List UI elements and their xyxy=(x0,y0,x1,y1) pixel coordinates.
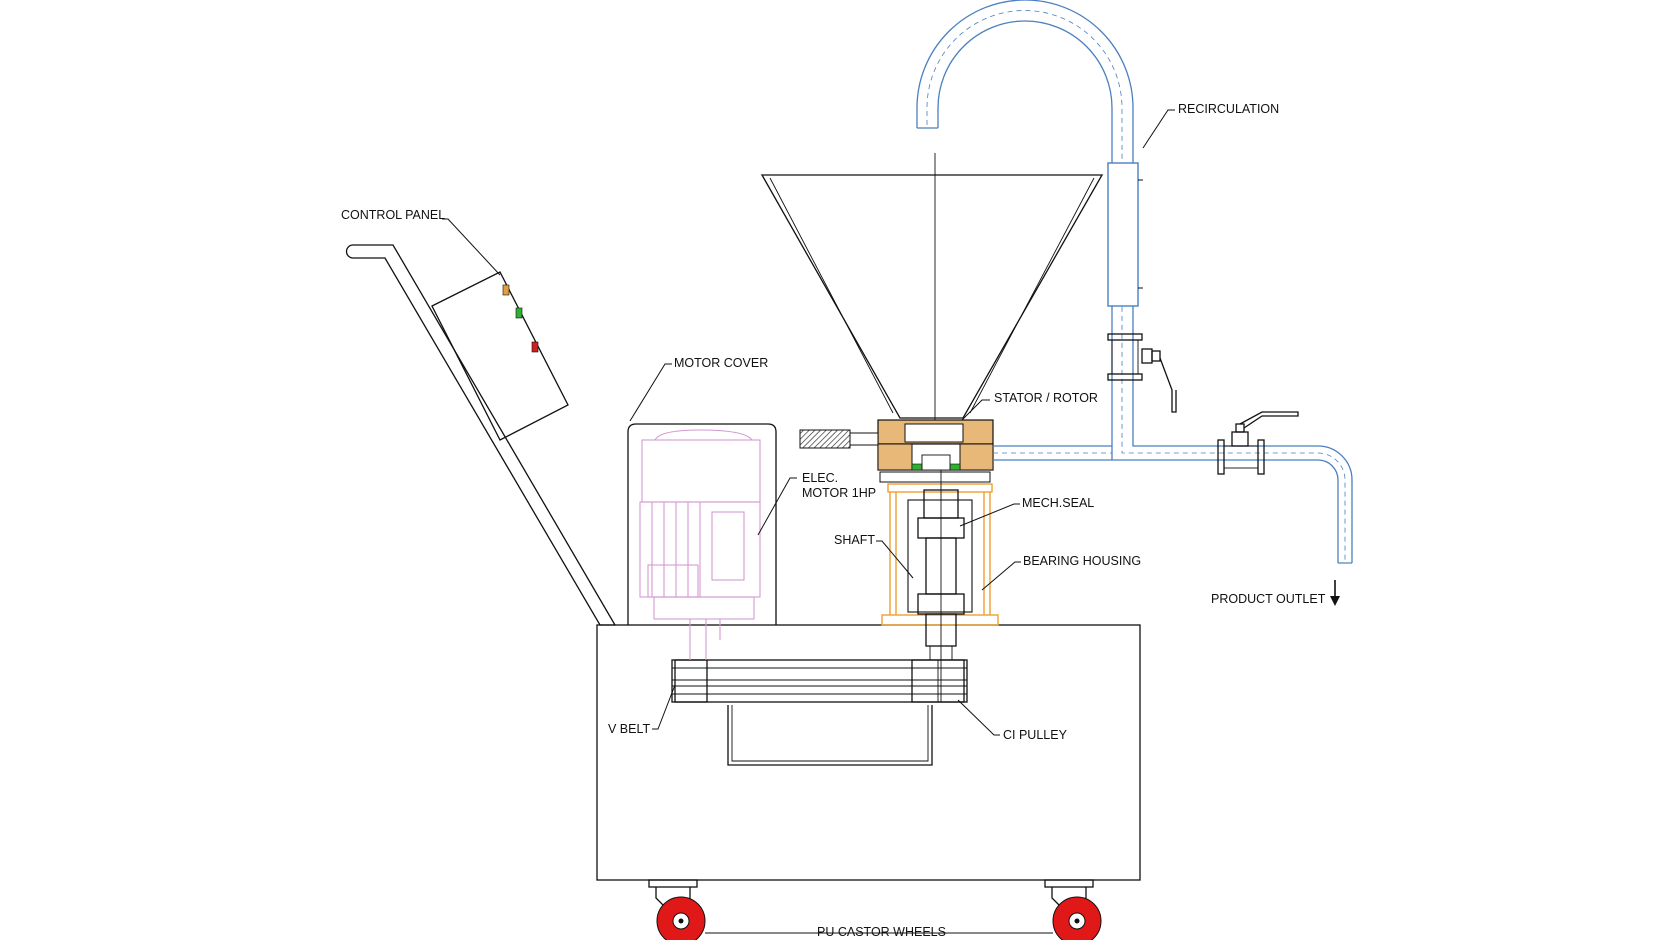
label-control-panel: CONTROL PANEL xyxy=(341,208,445,222)
recirculation-pipe xyxy=(916,0,1318,461)
outlet-arrow-head xyxy=(1330,596,1340,606)
castor-wheel-left xyxy=(648,879,706,940)
label-elec-motor-1: ELEC. xyxy=(802,471,838,485)
outlet-valve xyxy=(1217,411,1299,475)
product-outlet-pipe xyxy=(1317,445,1353,606)
shaft xyxy=(917,470,965,702)
base-frame xyxy=(596,624,1141,881)
leader-lines xyxy=(442,109,1175,934)
castor-wheel-right xyxy=(1044,879,1102,940)
adjustment-handle xyxy=(799,429,879,449)
label-product-outlet: PRODUCT OUTLET xyxy=(1211,592,1326,606)
motor-cover xyxy=(627,423,777,625)
label-motor-cover: MOTOR COVER xyxy=(674,356,768,370)
trolley-handle xyxy=(345,244,617,626)
indicator-red xyxy=(531,341,539,353)
label-shaft: SHAFT xyxy=(834,533,875,547)
bearing-housing xyxy=(881,483,999,626)
hopper xyxy=(760,153,1104,470)
label-ci-pulley: CI PULLEY xyxy=(1003,728,1068,742)
label-bearing-housing: BEARING HOUSING xyxy=(1023,554,1141,568)
v-belt-assembly xyxy=(671,659,968,703)
label-stator-rotor: STATOR / ROTOR xyxy=(994,391,1098,405)
electric-motor xyxy=(639,429,761,660)
label-v-belt: V BELT xyxy=(608,722,651,736)
motor-pulley xyxy=(674,659,708,703)
label-castor-wheels: PU CASTOR WHEELS xyxy=(817,925,946,939)
indicator-orange xyxy=(502,284,510,296)
label-elec-motor-2: MOTOR 1HP xyxy=(802,486,876,500)
control-panel-box xyxy=(431,271,569,441)
flow-meter xyxy=(1107,162,1139,307)
recirculation-valve xyxy=(1107,333,1177,413)
stator-rotor-head xyxy=(877,419,994,483)
label-recirculation: RECIRCULATION xyxy=(1178,102,1279,116)
labels: CONTROL PANEL MOTOR COVER ELEC. MOTOR 1H… xyxy=(341,102,1326,939)
label-mech-seal: MECH.SEAL xyxy=(1022,496,1094,510)
indicator-green xyxy=(515,307,523,319)
